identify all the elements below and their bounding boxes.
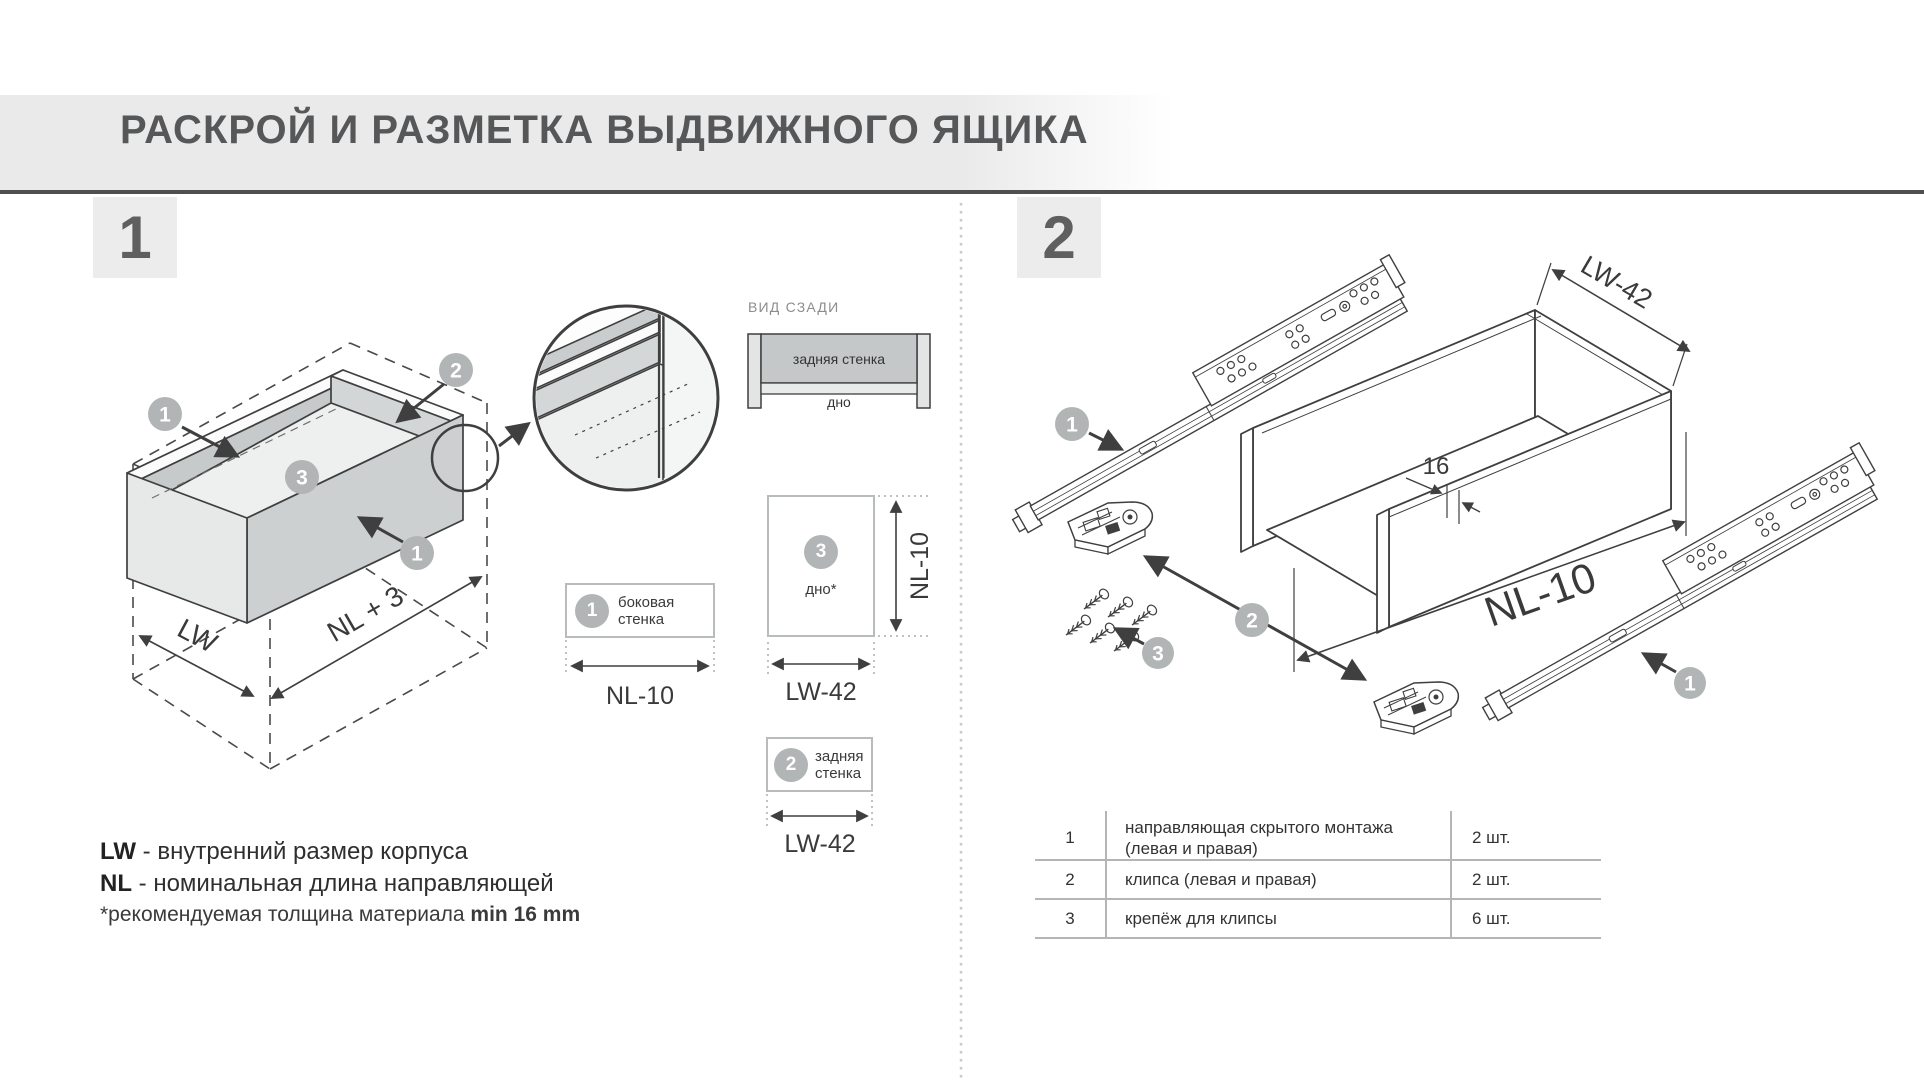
- legend-nl: NL - номинальная длина направляющей: [100, 868, 554, 900]
- table-row: 3 крепёж для клипсы 6 шт.: [1035, 900, 1601, 939]
- row-qty: 6 шт.: [1450, 900, 1601, 937]
- svg-text:2: 2: [1246, 610, 1258, 633]
- callout-3: 3: [285, 460, 319, 494]
- svg-text:1: 1: [1684, 673, 1696, 696]
- legend-lw-term: LW: [100, 838, 136, 865]
- rear-view: ВИД СЗАДИ задняя стенка дно: [747, 299, 931, 410]
- title-band: [0, 95, 1924, 191]
- dim-bottom-lw42: LW-42: [785, 678, 856, 706]
- svg-text:1: 1: [411, 543, 423, 566]
- row-name: крепёж для клипсы: [1105, 900, 1450, 937]
- dim-side-nl10: NL-10: [606, 682, 674, 710]
- page-title: РАСКРОЙ И РАЗМЕТКА ВЫДВИЖНОГО ЯЩИКА: [120, 108, 1089, 152]
- svg-text:NL + 3: NL + 3: [322, 580, 409, 648]
- dim-bottom-nl10: NL-10: [906, 532, 934, 600]
- card-dimensions: [565, 495, 932, 828]
- section-2-badge: 2: [1017, 197, 1101, 278]
- table-row: 1 направляющая скрытого монтажа (левая и…: [1035, 811, 1601, 865]
- row-number: 3: [1065, 908, 1075, 928]
- card-bottom-label: дно*: [805, 580, 837, 598]
- callout-1-left: 1: [148, 397, 241, 458]
- left-clip: [1067, 501, 1154, 555]
- card-side-number: 1: [575, 593, 609, 628]
- parts-table: 1 направляющая скрытого монтажа (левая и…: [1035, 811, 1601, 939]
- title-underline: [0, 190, 1924, 194]
- callout-2: 2: [395, 353, 473, 424]
- legend-nl-desc: - номинальная длина направляющей: [138, 870, 554, 897]
- card-back-label: задняя стенка: [815, 747, 864, 782]
- svg-text:3: 3: [296, 467, 308, 490]
- legend-nl-term: NL: [100, 870, 132, 897]
- callout-2-clips: 2: [1142, 555, 1368, 681]
- legend: LW - внутренний размер корпуса NL - номи…: [100, 836, 554, 900]
- drawer-isometric: [126, 369, 464, 624]
- table-row: 2 клипса (левая и правая) 2 шт.: [1035, 861, 1601, 900]
- svg-text:3: 3: [1152, 643, 1164, 666]
- legend-lw: LW - внутренний размер корпуса: [100, 836, 554, 868]
- svg-text:LW: LW: [173, 613, 223, 659]
- dim-lw-cabinet: LW: [138, 613, 255, 697]
- right-clip: [1373, 681, 1460, 735]
- footnote-text: *рекомендуемая толщина материала: [100, 903, 465, 926]
- card-bottom-panel: 3 дно*: [767, 495, 875, 637]
- row-qty: 2 шт.: [1450, 811, 1601, 865]
- section-1-badge: 1: [93, 197, 177, 278]
- dim-16-thickness: 16: [1405, 453, 1481, 524]
- detail-magnifier: [430, 304, 720, 493]
- card-back-number: 2: [774, 747, 808, 782]
- callout-3-screws: 3: [1112, 627, 1174, 669]
- svg-text:LW-42: LW-42: [1576, 250, 1658, 315]
- callout-1-bottom: 1: [356, 516, 434, 570]
- row-qty: 2 шт.: [1450, 861, 1601, 898]
- card-back-wall: 2 задняя стенка: [766, 737, 873, 792]
- row-number: 1: [1065, 828, 1075, 847]
- callout-1-rail-right: 1: [1640, 652, 1706, 699]
- legend-lw-desc: - внутренний размер корпуса: [142, 838, 468, 865]
- row-name: направляющая скрытого монтажа (левая и п…: [1105, 811, 1450, 865]
- svg-text:1: 1: [1066, 414, 1078, 437]
- dim-back-lw42: LW-42: [784, 830, 855, 858]
- card-side-wall: 1 боковая стенка: [565, 583, 715, 638]
- card-bottom-number: 3: [804, 534, 838, 569]
- svg-text:2: 2: [450, 360, 462, 383]
- svg-text:1: 1: [159, 404, 171, 427]
- card-side-label: боковая стенка: [618, 593, 675, 628]
- row-name: клипса (левая и правая): [1105, 861, 1450, 898]
- row-number: 2: [1065, 869, 1075, 889]
- svg-text:дно: дно: [827, 394, 851, 410]
- svg-text:ВИД СЗАДИ: ВИД СЗАДИ: [748, 299, 839, 315]
- svg-text:16: 16: [1423, 453, 1450, 480]
- callout-1-rail-left: 1: [1055, 407, 1125, 451]
- footnote-bold: min 16 mm: [470, 903, 581, 926]
- svg-text:задняя стенка: задняя стенка: [793, 351, 885, 367]
- footnote: *рекомендуемая толщина материала min 16 …: [100, 903, 580, 927]
